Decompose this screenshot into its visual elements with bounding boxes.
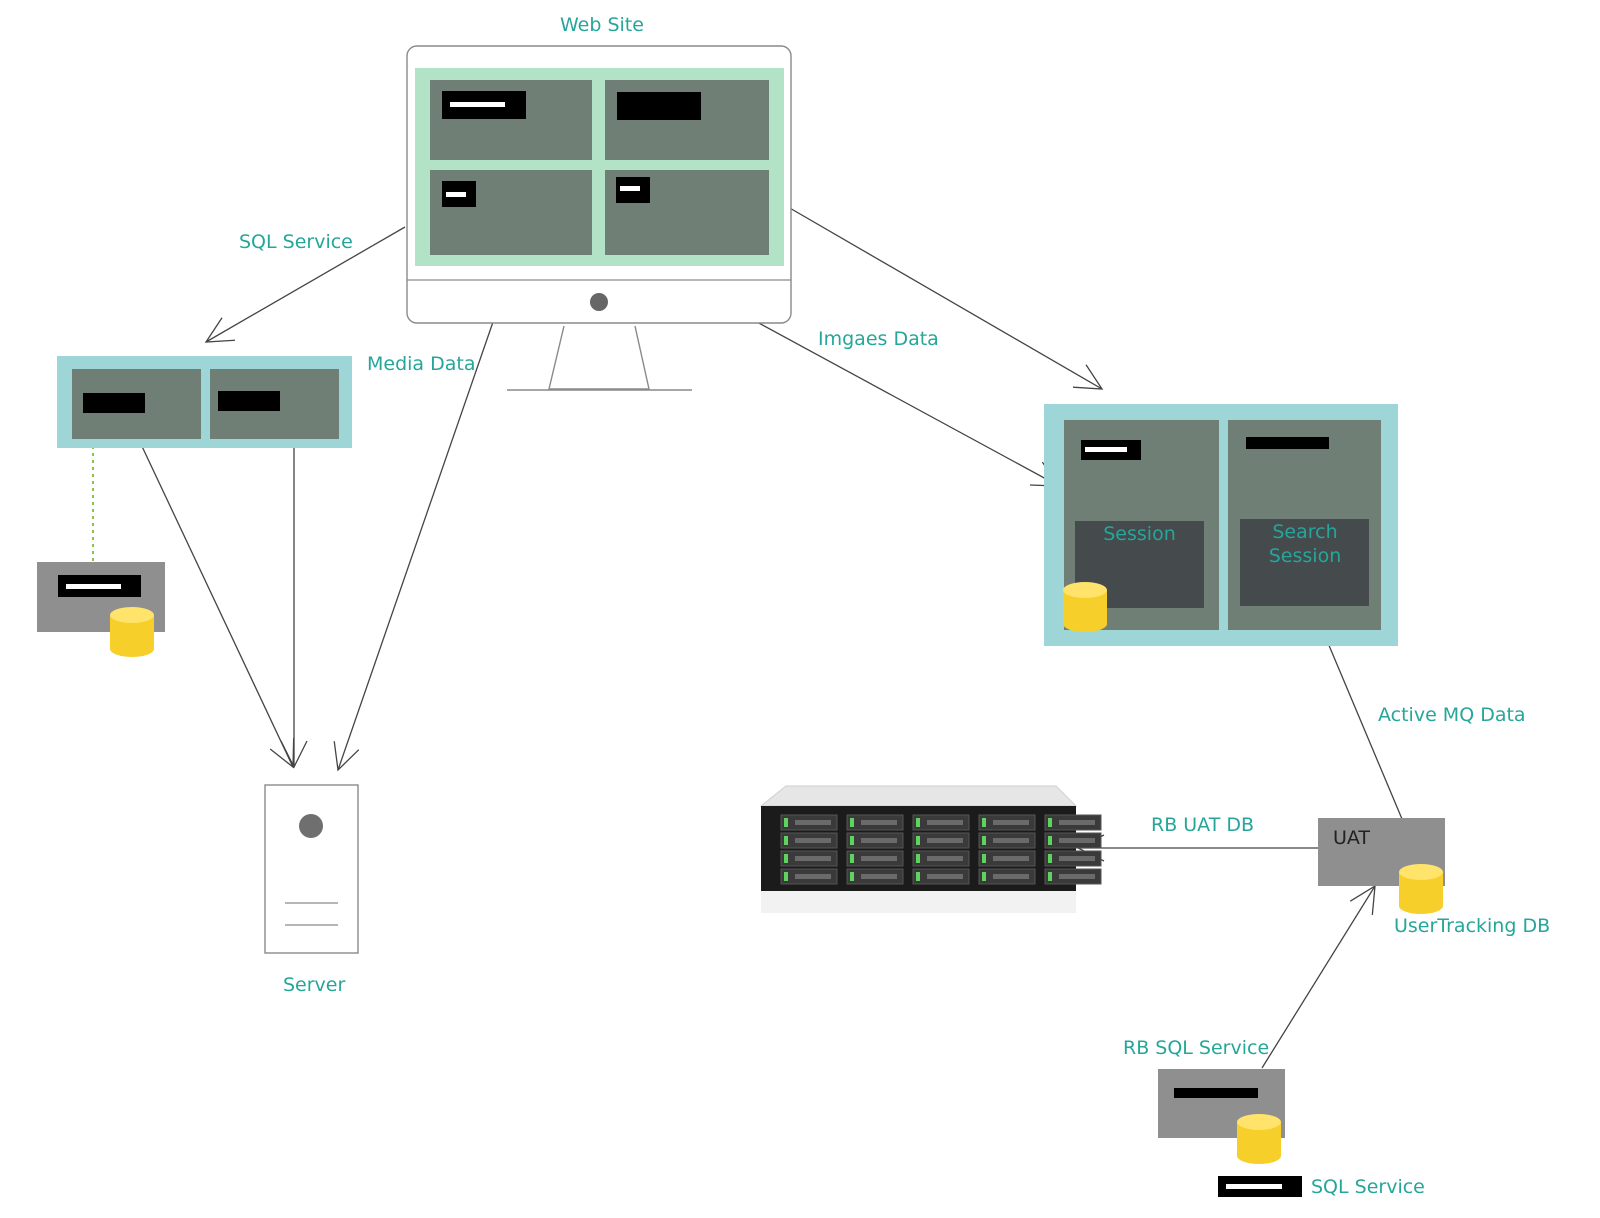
redaction-block [1246,437,1329,449]
arrow-website-to-server [333,321,494,772]
redaction-block [617,92,701,120]
arrow-website-to-session [787,206,1104,390]
database-icon [110,607,154,657]
drive-grille [993,838,1029,843]
redaction-line [1226,1184,1282,1189]
drive-grille [993,820,1029,825]
label-session: Session [1103,523,1176,545]
drive-led [982,854,986,863]
redaction-line [1085,447,1127,452]
drive-grille [795,838,831,843]
drive-led [1048,818,1052,827]
database-icon [1063,582,1107,632]
drive-grille [1059,838,1095,843]
media-data-block [57,356,352,448]
drive-grille [993,874,1029,879]
server-tower [264,784,359,954]
redaction-line [446,192,466,197]
drive-grille [861,874,897,879]
search-session-inner-dark [1240,519,1369,606]
drive-led [916,854,920,863]
redaction-line [450,102,505,107]
drive-grille [927,820,963,825]
label-rb-uat-db: RB UAT DB [1151,814,1255,836]
drive-grille [795,820,831,825]
drive-grille [795,856,831,861]
arrow-media-left-to-server [138,439,295,769]
drive-led [784,818,788,827]
drive-led [982,818,986,827]
label-sql-service: SQL Service [239,231,353,253]
label-web-site: Web Site [560,14,644,36]
redaction-block [218,391,280,411]
server-power-icon [299,814,323,838]
drive-led [850,818,854,827]
label-images-data: Imgaes Data [818,328,939,350]
arrow-rbsql-to-uat [1261,884,1376,1069]
drive-grille [927,838,963,843]
drive-led [850,854,854,863]
drive-grille [861,838,897,843]
drive-led [1048,854,1052,863]
drive-led [982,872,986,881]
media-db-box [37,562,165,657]
drive-led [1048,872,1052,881]
redaction-block [1174,1088,1258,1098]
drive-grille [795,874,831,879]
label-uat: UAT [1333,827,1371,849]
drive-led [916,872,920,881]
web-site-monitor [406,45,792,391]
label-sql-service-bottom: SQL Service [1311,1176,1425,1198]
server-body [264,784,359,954]
drive-grille [1059,820,1095,825]
label-server: Server [283,974,346,996]
session-block [1044,404,1398,646]
storage-rack-server [759,785,1102,913]
drive-led [784,854,788,863]
rack-top-surface [759,785,1078,807]
drive-grille [927,856,963,861]
monitor-stand [548,325,650,390]
redaction-line [620,186,640,191]
arrow-website-images-to-session [756,321,1061,487]
database-icon [1399,864,1443,914]
drive-grille [861,856,897,861]
drive-led [982,836,986,845]
label-media-data: Media Data [367,353,476,375]
rack-shadow [761,891,1076,913]
rb-sql-box [1158,1069,1302,1197]
arrow-website-to-media [204,226,406,343]
redaction-line [66,584,121,589]
connectors [92,206,1421,1069]
drive-led [916,836,920,845]
drive-grille [993,856,1029,861]
database-icon [1237,1114,1281,1164]
label-active-mq-data: Active MQ Data [1378,704,1526,726]
drive-grille [1059,874,1095,879]
label-rb-sql-service: RB SQL Service [1123,1037,1270,1059]
drive-led [1048,836,1052,845]
drive-led [916,818,920,827]
label-user-tracking-db: UserTracking DB [1394,915,1551,937]
label-search-session: Search Session [1268,521,1342,567]
drive-grille [927,874,963,879]
monitor-power-icon [590,293,608,311]
redaction-block [83,393,145,413]
drive-led [850,836,854,845]
drive-grille [861,820,897,825]
drive-led [784,872,788,881]
drive-led [784,836,788,845]
drive-led [850,872,854,881]
uat-box [1318,818,1445,914]
drive-bays [780,814,1102,885]
drive-grille [1059,856,1095,861]
